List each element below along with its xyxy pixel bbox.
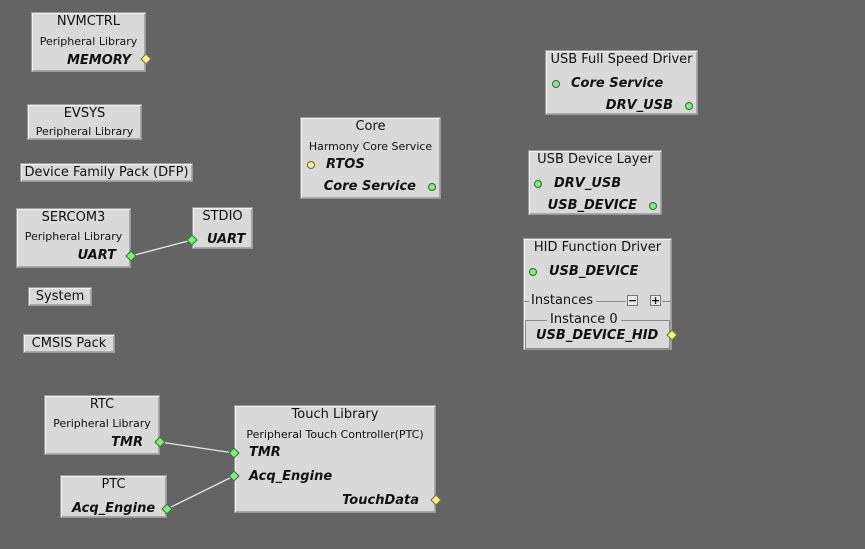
component-title: Touch Library xyxy=(291,407,379,422)
rtc-component[interactable]: RTC Peripheral Library TMR xyxy=(44,395,160,455)
port-label-core-service: Core Service xyxy=(323,179,416,194)
usb-device-port-icon[interactable] xyxy=(529,268,537,276)
core-service-port-icon[interactable] xyxy=(552,80,560,88)
touch-library-component[interactable]: Touch Library Peripheral Touch Controlle… xyxy=(234,405,436,513)
wire-rtc-touch xyxy=(159,441,235,454)
port-label-rtos: RTOS xyxy=(326,157,365,172)
instances-divider-mid xyxy=(596,301,626,302)
component-subtitle: Peripheral Touch Controller(PTC) xyxy=(246,428,424,441)
component-title: NVMCTRL xyxy=(56,14,121,29)
dfp-component[interactable]: Device Family Pack (DFP) xyxy=(20,163,193,182)
add-instance-button[interactable]: + xyxy=(650,294,661,307)
system-component[interactable]: System xyxy=(28,287,92,306)
port-label: MEMORY xyxy=(66,53,131,68)
instance-0-divider-right xyxy=(621,320,670,321)
remove-instance-button[interactable]: − xyxy=(627,294,638,307)
usb-full-speed-driver-component[interactable]: USB Full Speed Driver Core Service DRV_U… xyxy=(545,50,698,115)
port-label: UART xyxy=(207,232,246,247)
component-title: USB Full Speed Driver xyxy=(550,52,693,67)
port-label-tmr: TMR xyxy=(249,445,281,460)
port-label-usb-device: USB_DEVICE xyxy=(549,264,639,279)
port-label-drv-usb: DRV_USB xyxy=(605,98,673,113)
usb-device-layer-component[interactable]: USB Device Layer DRV_USB USB_DEVICE xyxy=(528,150,662,215)
port-label-core-service: Core Service xyxy=(571,76,664,91)
port-label: UART xyxy=(77,248,116,263)
component-subtitle: Peripheral Library xyxy=(39,35,138,48)
instances-divider-right xyxy=(662,301,671,302)
usb-device-port-icon[interactable] xyxy=(649,202,657,210)
instance-0-divider-left xyxy=(525,320,547,321)
core-component[interactable]: Core Harmony Core Service RTOS Core Serv… xyxy=(300,117,441,199)
component-title: Core xyxy=(355,119,386,134)
sercom3-component[interactable]: SERCOM3 Peripheral Library UART xyxy=(16,208,131,268)
component-subtitle: Peripheral Library xyxy=(35,125,134,138)
component-title: EVSYS xyxy=(63,106,106,121)
drv-usb-port-icon[interactable] xyxy=(685,102,693,110)
rtos-port-icon[interactable] xyxy=(307,161,315,169)
component-subtitle: Peripheral Library xyxy=(53,417,151,430)
core-service-port-icon[interactable] xyxy=(428,183,436,191)
port-label-touchdata: TouchData xyxy=(342,493,419,508)
port-label-usb-device-hid: USB_DEVICE_HID xyxy=(536,328,659,343)
ptc-component[interactable]: PTC Acq_Engine xyxy=(60,475,167,518)
port-label-acq-engine: Acq_Engine xyxy=(249,469,333,484)
component-title: PTC xyxy=(101,477,126,492)
stdio-component[interactable]: STDIO UART xyxy=(192,207,253,249)
component-title: SERCOM3 xyxy=(41,210,106,225)
instance-0-group: Instance 0 USB_DEVICE_HID xyxy=(525,312,670,349)
hid-function-driver-component[interactable]: HID Function Driver USB_DEVICE Instances… xyxy=(523,238,672,350)
component-title: HID Function Driver xyxy=(533,240,662,255)
port-label-usb-device: USB_DEVICE xyxy=(547,198,637,213)
wire-sercom3-stdio xyxy=(130,239,193,257)
component-subtitle: Harmony Core Service xyxy=(308,140,433,153)
component-subtitle: Peripheral Library xyxy=(24,230,123,243)
cmsis-pack-component[interactable]: CMSIS Pack xyxy=(23,334,115,353)
instances-label: Instances xyxy=(531,293,594,308)
component-title: STDIO xyxy=(202,209,243,224)
component-title: USB Device Layer xyxy=(537,152,653,167)
port-label: Acq_Engine xyxy=(72,501,156,516)
instance-0-label[interactable]: Instance 0 xyxy=(550,312,618,327)
port-label-drv-usb: DRV_USB xyxy=(554,176,622,191)
drv-usb-port-icon[interactable] xyxy=(534,180,542,188)
wire-ptc-touch xyxy=(166,475,235,510)
evsys-component[interactable]: EVSYS Peripheral Library xyxy=(27,104,142,140)
nvmctrl-component[interactable]: NVMCTRL Peripheral Library MEMORY xyxy=(31,12,146,72)
component-title: RTC xyxy=(89,397,115,412)
instances-divider-left xyxy=(524,301,529,302)
port-label: TMR xyxy=(111,435,143,450)
